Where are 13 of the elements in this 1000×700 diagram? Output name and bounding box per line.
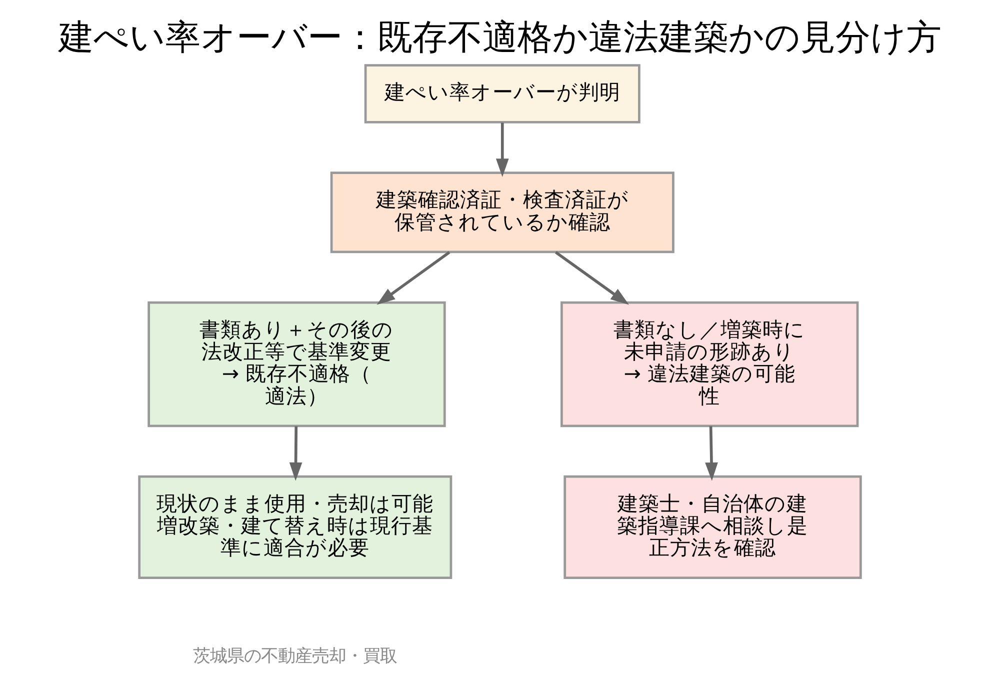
label: 茨城県の不動産売却・買取 xyxy=(193,646,398,666)
node-box: 現状のまま使用・売却は可能増改築・建て替え時は現行基準に適合が必要 xyxy=(138,475,452,579)
node-box: 建ぺい率オーバーが判明 xyxy=(364,64,640,124)
arrow xyxy=(705,426,718,481)
node-box: 建築士・自治体の建築指導課へ相談し是正方法を確認 xyxy=(564,475,862,579)
arrow xyxy=(554,251,629,305)
arrow xyxy=(496,122,509,178)
arrow xyxy=(376,251,450,305)
diagram-title: 建ぺい率オーバー：既存不適格か違法建築かの見分け方 xyxy=(58,18,942,58)
node-box: 書類なし／増築時に未申請の形跡あり → 違法建築の可能性 xyxy=(560,301,859,428)
node-box: 書類あり＋その後の法改正等で基準変更 → 既存不適格（適法） xyxy=(148,301,446,428)
node-box: 建築確認済証・検査済証が保管されているか確認 xyxy=(330,172,674,254)
arrow xyxy=(289,426,302,481)
